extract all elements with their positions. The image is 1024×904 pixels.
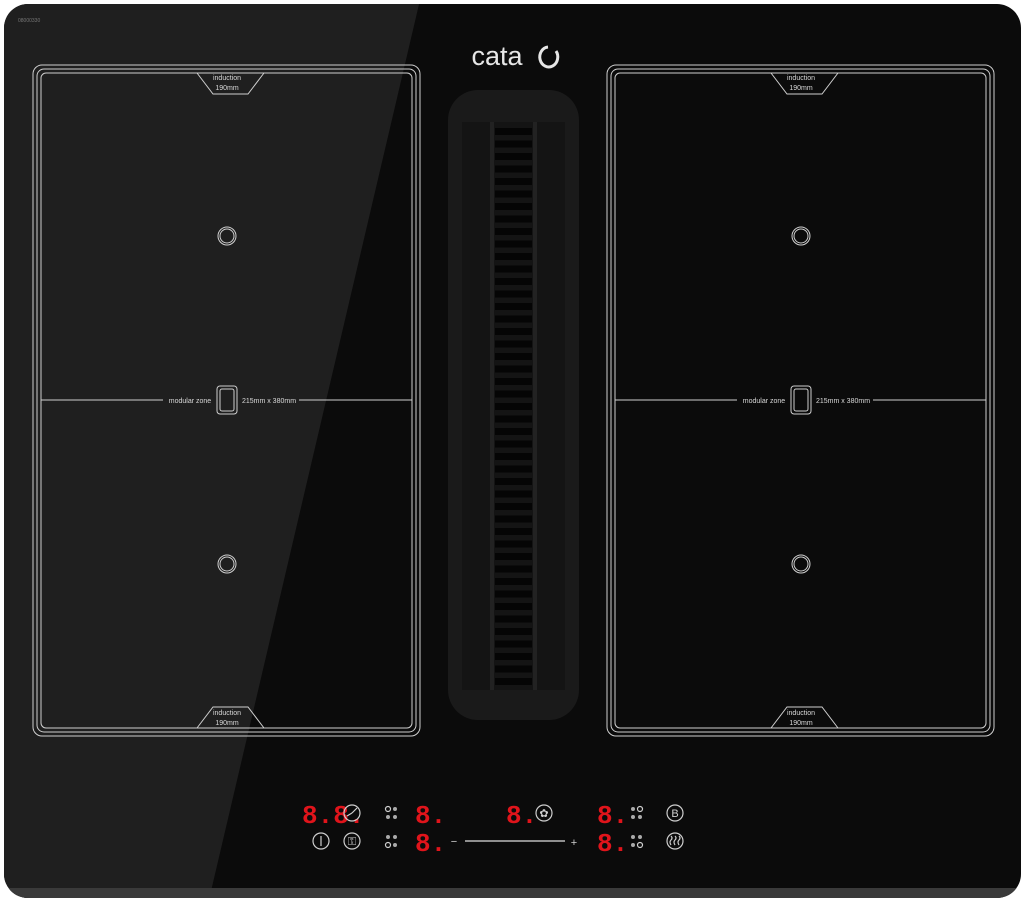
slider-plus-button[interactable]: +	[571, 837, 577, 849]
zone-center-marker-icon	[791, 554, 811, 574]
booster-button[interactable]	[666, 804, 684, 822]
zone-display-rear-right: 8.	[597, 801, 628, 831]
zone-select-icon[interactable]	[384, 805, 398, 820]
vent-slat	[495, 490, 532, 498]
control-panel: 8.8. 8. 8. ✿ 8. B ⚿ 8. − + 8.	[302, 801, 684, 859]
vent-slat	[495, 653, 532, 660]
vent-slat	[495, 278, 532, 285]
zone-bottom-label: induction	[787, 710, 815, 717]
vent-slat	[495, 553, 532, 560]
vent-slat	[495, 665, 532, 673]
vent-slat	[495, 615, 532, 623]
modular-zone-icon	[216, 385, 238, 415]
zone-bottom-size: 190mm	[789, 720, 813, 727]
modular-zone-label: modular zone	[743, 398, 786, 405]
vent-slat	[495, 590, 532, 598]
modular-zone-label: modular zone	[169, 398, 212, 405]
vent-slat	[495, 153, 532, 160]
vent-slat	[495, 378, 532, 385]
vent-slat	[495, 128, 532, 135]
vent-slat	[495, 328, 532, 335]
vent-slat	[495, 440, 532, 448]
zone-top-label: induction	[213, 75, 241, 82]
glass-reflection	[4, 4, 420, 898]
vent-slat	[495, 603, 532, 610]
vent-slat	[495, 240, 532, 248]
vent-slat	[495, 540, 532, 548]
vent-slat	[495, 428, 532, 435]
lock-key-icon[interactable]	[343, 832, 361, 850]
vent-slat	[495, 353, 532, 360]
timer-icon[interactable]	[343, 804, 361, 822]
vent-slat	[495, 365, 532, 373]
svg-text:✿: ✿	[539, 808, 548, 820]
zone-center-marker-icon	[217, 554, 237, 574]
vent-slat	[495, 140, 532, 148]
booster-label: B	[671, 808, 678, 820]
fan-display: 8.	[506, 801, 537, 831]
vent-slat	[495, 565, 532, 573]
vent-slat	[495, 165, 532, 173]
vent-slat	[495, 178, 532, 185]
vent-slat	[495, 253, 532, 260]
vent-slat	[495, 403, 532, 410]
modular-zone-icon	[790, 385, 812, 415]
zone-select-icon[interactable]	[631, 835, 644, 849]
model-code: 08000330	[18, 18, 40, 24]
vent-slat	[495, 465, 532, 473]
vent-slat	[495, 515, 532, 523]
vent-slat	[495, 528, 532, 535]
zone-center-marker-icon	[791, 226, 811, 246]
fan-icon[interactable]	[535, 804, 553, 822]
cooking-zone-right[interactable]: induction 190mm modular zone 215mm x 380…	[606, 64, 995, 737]
downdraft-vent[interactable]	[448, 90, 579, 720]
zone-top-size: 190mm	[789, 85, 813, 92]
vent-slat	[495, 578, 532, 585]
vent-slat	[495, 678, 532, 685]
zone-display-front-left: 8.	[415, 801, 446, 831]
vent-slat	[495, 628, 532, 635]
vent-slat	[495, 228, 532, 235]
vent-slat	[495, 303, 532, 310]
zone-display-front-right: 8.	[597, 829, 628, 859]
vent-slat	[495, 290, 532, 298]
power-button[interactable]	[312, 832, 330, 850]
zone-select-icon[interactable]	[384, 835, 398, 849]
zone-top-label: induction	[787, 75, 815, 82]
modular-zone-size: 215mm x 380mm	[816, 398, 870, 405]
zone-select-icon[interactable]	[631, 805, 644, 820]
logo-swirl-icon	[538, 45, 560, 69]
zone-center-marker-icon	[217, 226, 237, 246]
vent-slat	[495, 478, 532, 485]
vent-slat	[495, 640, 532, 648]
zone-bottom-size: 190mm	[215, 720, 239, 727]
vent-slat	[495, 503, 532, 510]
bottom-edge	[4, 888, 1021, 898]
zone-display-rear-left: 8.	[415, 829, 446, 859]
vent-slat	[495, 415, 532, 423]
zone-bottom-label: induction	[213, 710, 241, 717]
vent-slat	[495, 190, 532, 198]
zone-top-size: 190mm	[215, 85, 239, 92]
cata-logo: cata	[471, 41, 560, 71]
vent-slat	[495, 315, 532, 323]
timer-display: 8.8.	[302, 801, 364, 831]
keep-warm-icon[interactable]	[666, 832, 684, 850]
vent-slat	[495, 203, 532, 210]
vent-slat	[495, 390, 532, 398]
modular-zone-size: 215mm x 380mm	[242, 398, 296, 405]
vent-slat	[495, 340, 532, 348]
slider-minus-button[interactable]: −	[451, 836, 457, 848]
logo-text: cata	[471, 41, 523, 71]
cooking-zone-left[interactable]: induction 190mm modular zone 215mm x 380…	[32, 64, 421, 737]
svg-text:⚿: ⚿	[348, 836, 356, 848]
vent-slat	[495, 265, 532, 273]
vent-slat	[495, 215, 532, 223]
vent-slat	[495, 453, 532, 460]
